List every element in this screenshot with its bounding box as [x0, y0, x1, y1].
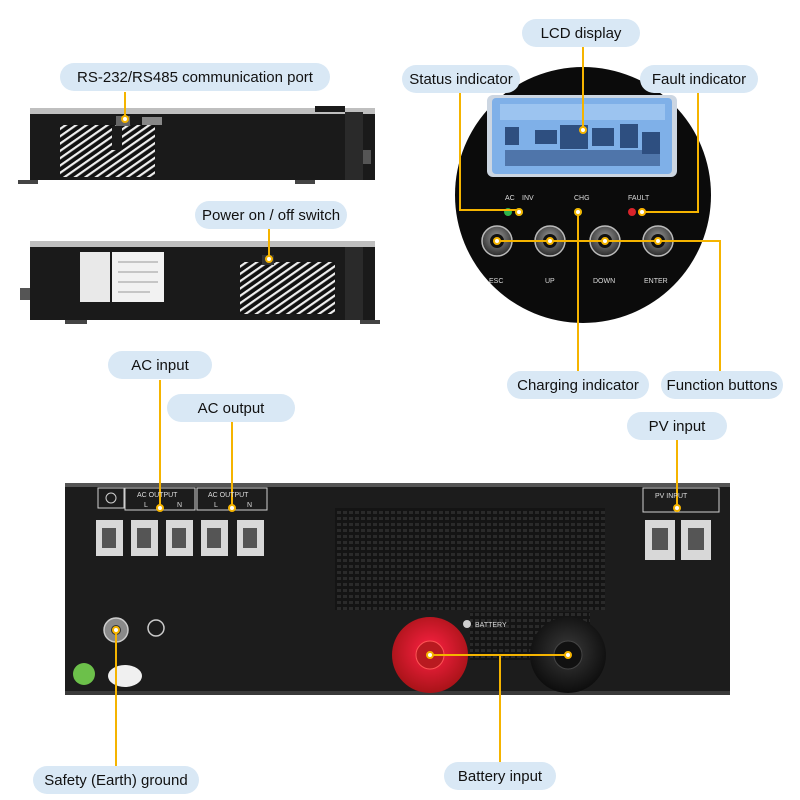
lcd-display-label: LCD display	[522, 19, 640, 47]
up-label: UP	[545, 278, 555, 285]
battery-input-label: Battery input	[444, 762, 556, 790]
ac-output-label-text: AC output	[197, 399, 265, 417]
panel-silkscreen: AC INV CHG FAULT ESC UP DOWN ENTER	[489, 195, 668, 285]
rs-port-label-text: RS-232/RS485 communication port	[77, 68, 313, 86]
function-buttons-label: Function buttons	[661, 371, 783, 399]
power-switch-label: Power on / off switch	[195, 201, 347, 229]
ac-input-label: AC input	[108, 351, 212, 379]
rs-port-label: RS-232/RS485 communication port	[60, 63, 330, 91]
front-panel-closeup	[455, 67, 711, 323]
status-indicator-label: Status indicator	[402, 65, 520, 93]
side-view-bottom	[20, 241, 380, 324]
leader-lines	[115, 47, 721, 766]
ac-input-label-text: AC input	[131, 356, 189, 374]
led-ac-label: AC	[505, 195, 515, 202]
enter-label: ENTER	[644, 278, 668, 285]
fault-indicator-label-text: Fault indicator	[651, 70, 747, 88]
earth-ground-label: Safety (Earth) ground	[33, 766, 199, 794]
leader-dots	[112, 115, 681, 659]
ac-output-silk-2: AC OUTPUT	[208, 492, 249, 499]
battery-input-label-text: Battery input	[457, 767, 543, 785]
ac-output-label: AC output	[167, 394, 295, 422]
status-indicator-label-text: Status indicator	[409, 70, 513, 88]
led-inv-label: INV	[522, 195, 534, 202]
side-view-top	[18, 106, 375, 184]
silk-l-1: L	[144, 502, 148, 509]
lcd-display-label-text: LCD display	[540, 24, 622, 42]
function-buttons-label-text: Function buttons	[666, 376, 778, 394]
down-label: DOWN	[593, 278, 615, 285]
earth-ground-label-text: Safety (Earth) ground	[44, 771, 188, 789]
led-chg-label: CHG	[574, 195, 590, 202]
pv-input-silk: PV INPUT	[655, 493, 688, 500]
pv-input-label: PV input	[627, 412, 727, 440]
charging-indicator-label: Charging indicator	[507, 371, 649, 399]
pv-input-label-text: PV input	[648, 417, 706, 435]
fault-indicator-label: Fault indicator	[640, 65, 758, 93]
silk-n-1: N	[177, 502, 182, 509]
silk-l-2: L	[214, 502, 218, 509]
esc-label: ESC	[489, 278, 503, 285]
charging-indicator-label-text: Charging indicator	[517, 376, 639, 394]
silk-n-2: N	[247, 502, 252, 509]
battery-silk: BATTERY	[475, 622, 507, 629]
ac-output-silk-1: AC OUTPUT	[137, 492, 178, 499]
led-fault-label: FAULT	[628, 195, 650, 202]
rear-panel	[65, 483, 730, 695]
power-switch-label-text: Power on / off switch	[201, 206, 341, 224]
rear-silkscreen: AC OUTPUT AC OUTPUT L N L N PV INPUT BAT…	[137, 492, 688, 629]
led-fault	[628, 208, 636, 216]
